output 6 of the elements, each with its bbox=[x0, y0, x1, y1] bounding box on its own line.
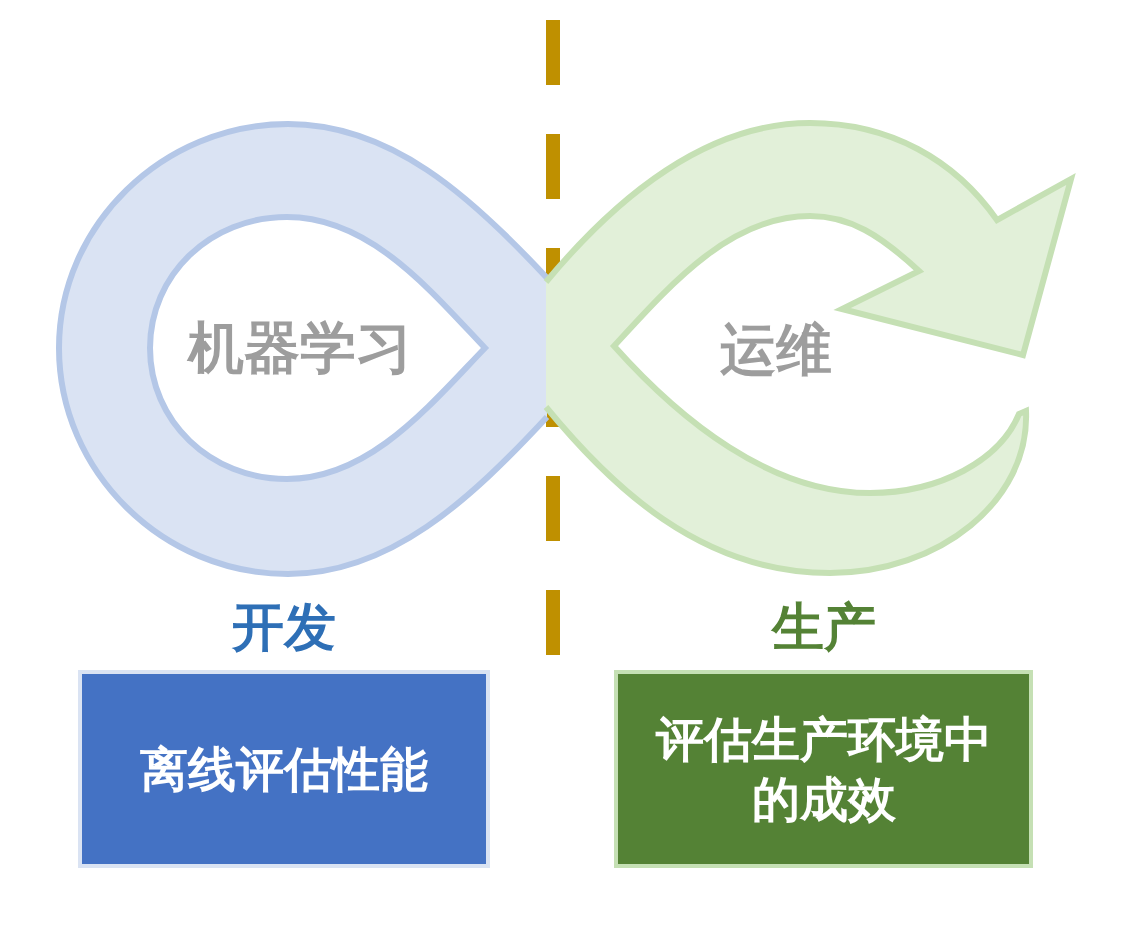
section-heading: 开发 bbox=[232, 596, 336, 658]
loop-label: 运维 bbox=[720, 317, 832, 383]
loop-label: 机器学习 bbox=[188, 315, 412, 381]
card-text: 评估生产环境中的成效 bbox=[654, 710, 993, 829]
section-heading: 生产 bbox=[771, 596, 876, 658]
card-text: 离线评估性能 bbox=[140, 740, 428, 799]
